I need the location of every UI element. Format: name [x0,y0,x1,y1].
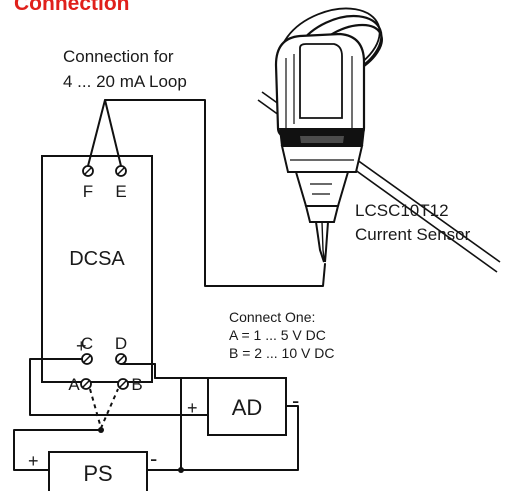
current-sensor-icon [257,7,501,273]
terminal-d-screw [115,353,127,365]
ps-plus-sign: + [28,451,39,471]
diagram-title: Connection [14,0,130,15]
ps-label: PS [83,461,112,486]
sensor-label-line1: LCSC10T12 [355,201,449,220]
loop-label-line1: Connection for [63,47,174,66]
terminal-d-label: D [115,334,127,353]
terminal-c-label: C [81,334,93,353]
ad-label: AD [232,395,263,420]
terminal-b-label: B [131,375,142,394]
wire-ps-minus [146,377,182,471]
ad-minus-sign: - [292,388,299,413]
wire-ad-minus [180,405,299,471]
wire-c-to-ad-plus [29,358,209,416]
ps-minus-sign: - [150,446,157,471]
loop-wire-to-sensor [104,99,326,287]
ps-box [48,451,148,491]
connect-note-line2: A = 1 ... 5 V DC [229,327,326,343]
connect-note-line3: B = 2 ... 10 V DC [229,345,334,361]
dcsa-label: DCSA [69,248,125,270]
ad-box [207,377,287,436]
plus-sign-c: + [76,336,87,356]
ad-plus-sign: + [187,398,198,418]
terminal-e-screw [115,165,127,177]
connect-note-line1: Connect One: [229,309,315,325]
select-dashed-lines [89,388,119,431]
terminal-a-screw [80,378,92,390]
wire-node-to-ps-plus [13,429,102,471]
terminal-a-label: A [68,375,80,394]
terminal-b-screw [117,378,129,390]
sensor-label-line2: Current Sensor [355,225,471,244]
dcsa-module [41,155,153,383]
terminal-f-screw [82,165,94,177]
terminal-f-label: F [83,182,93,201]
terminal-c-screw [81,353,93,365]
terminal-e-label: E [115,182,126,201]
loop-label-line2: 4 ... 20 mA Loop [63,72,187,91]
